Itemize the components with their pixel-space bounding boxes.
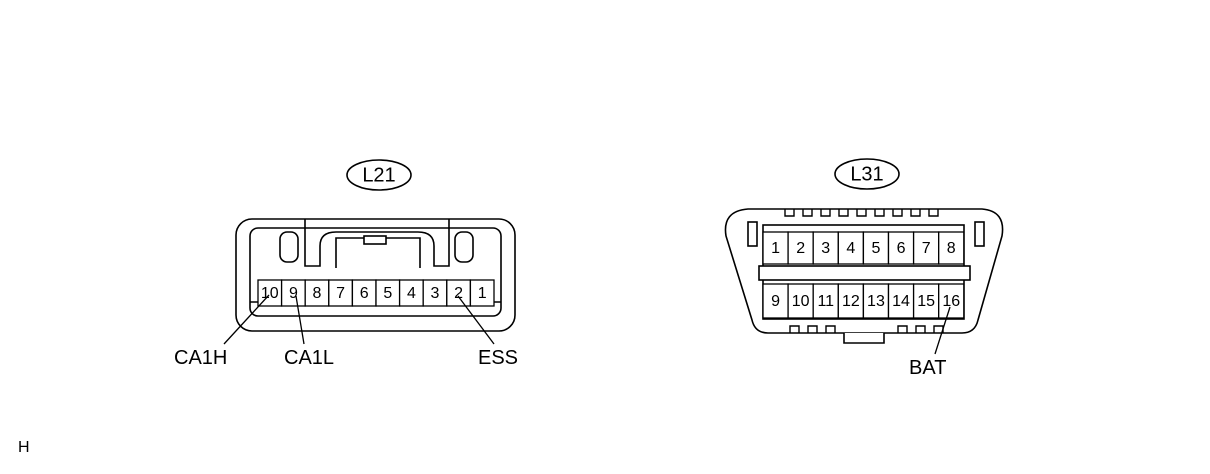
l31-pin-8: 8 [938,231,965,265]
l31-pin-12: 12 [837,283,865,319]
l31-pin-number: 15 [917,293,935,310]
l31-pin-5: 5 [862,231,890,265]
l31-pin-cell [938,283,965,319]
l21-pin-cell [469,279,495,307]
connector-l31-callouts [934,306,951,355]
l21-pin-1: 1 [469,279,495,307]
l31-pin-number: 11 [817,293,834,310]
l21-pin-3: 3 [422,279,448,307]
l31-pin-number: 3 [821,240,830,257]
l21-pin-10: 10 [257,279,283,307]
callout-label-bat: BAT [909,357,946,379]
connector-l31-id-badge: L31 [834,158,900,190]
l21-pin-number: 10 [261,285,279,302]
figure-corner-mark: H [18,439,30,456]
l31-pin-11: 11 [812,283,839,319]
l21-pin-number: 7 [336,285,345,302]
l31-pin-15: 15 [912,283,940,319]
callout-line-ca1l [295,295,305,345]
l31-pin-cell [787,283,814,319]
l21-pin-number: 8 [313,285,322,302]
callout-line-bat [934,306,951,355]
l31-pin-cell [837,231,865,265]
l31-pin-13: 13 [862,283,890,319]
connector-l21-housing [235,218,516,332]
l31-pin-number: 12 [842,293,860,310]
l21-pin-number: 5 [383,285,392,302]
l21-pin-number: 3 [431,285,440,302]
l31-pin-cell [837,283,865,319]
l21-pin-6: 6 [351,279,377,307]
l21-pin-8: 8 [304,279,330,307]
l31-pin-3: 3 [812,231,839,265]
l31-pin-cell [938,231,965,265]
l21-pin-5: 5 [375,279,401,307]
l31-pin-number: 4 [846,240,855,257]
l21-pin-number: 2 [454,285,463,302]
l31-pin-number: 6 [897,240,906,257]
l31-pin-cell [762,283,789,319]
l21-pin-9: 9 [280,279,306,307]
l31-pin-number: 2 [796,240,805,257]
l31-serration-teeth [784,209,944,333]
l31-pin-9: 9 [762,283,789,319]
l31-pin-2: 2 [787,231,814,265]
callout-label-ca1h: CA1H [174,347,227,369]
connector-l21-id-badge: L21 [346,159,412,191]
l31-pin-1: 1 [762,231,789,265]
l31-pin-6: 6 [887,231,915,265]
l31-pin-16: 16 [938,283,965,319]
l31-pin-number: 16 [942,293,960,310]
l21-pin-number: 4 [407,285,416,302]
connector-l21-callouts [223,294,495,345]
l21-pin-4: 4 [398,279,424,307]
connector-l21-id: L21 [362,164,395,186]
l21-pin-number: 9 [289,285,298,302]
l31-pin-cell [887,231,915,265]
l31-pin-number: 10 [792,293,810,310]
connector-l31-id: L31 [850,163,883,185]
l31-pin-14: 14 [887,283,915,319]
l31-pin-number: 13 [867,293,885,310]
l31-pin-cell [912,231,940,265]
callout-line-ess [457,295,495,345]
l21-pin-number: 1 [478,285,487,302]
l31-pin-4: 4 [837,231,865,265]
l31-pin-7: 7 [912,231,940,265]
l31-pin-number: 8 [947,240,956,257]
l31-pin-cell [862,283,890,319]
connector-l31-serrations [784,209,944,333]
connector-l31-pin-row-bottom: 9 10 11 12 13 14 15 16 [762,283,965,319]
l31-pin-number: 1 [771,240,780,257]
callout-label-ess: ESS [478,347,518,369]
connector-l31-housing [724,208,1004,344]
l21-pin-7: 7 [328,279,354,307]
l31-pin-number: 7 [922,240,931,257]
l31-pin-cell [787,231,814,265]
l31-pin-10: 10 [787,283,814,319]
l31-pin-number: 14 [892,293,910,310]
callout-label-ca1l: CA1L [284,347,334,369]
callout-line-ca1h [223,294,270,345]
l31-pin-number: 5 [871,240,880,257]
l21-pin-number: 6 [360,285,369,302]
l21-pin-2: 2 [446,279,472,307]
l31-pin-cell [887,283,915,319]
l31-pin-number: 9 [771,293,780,310]
